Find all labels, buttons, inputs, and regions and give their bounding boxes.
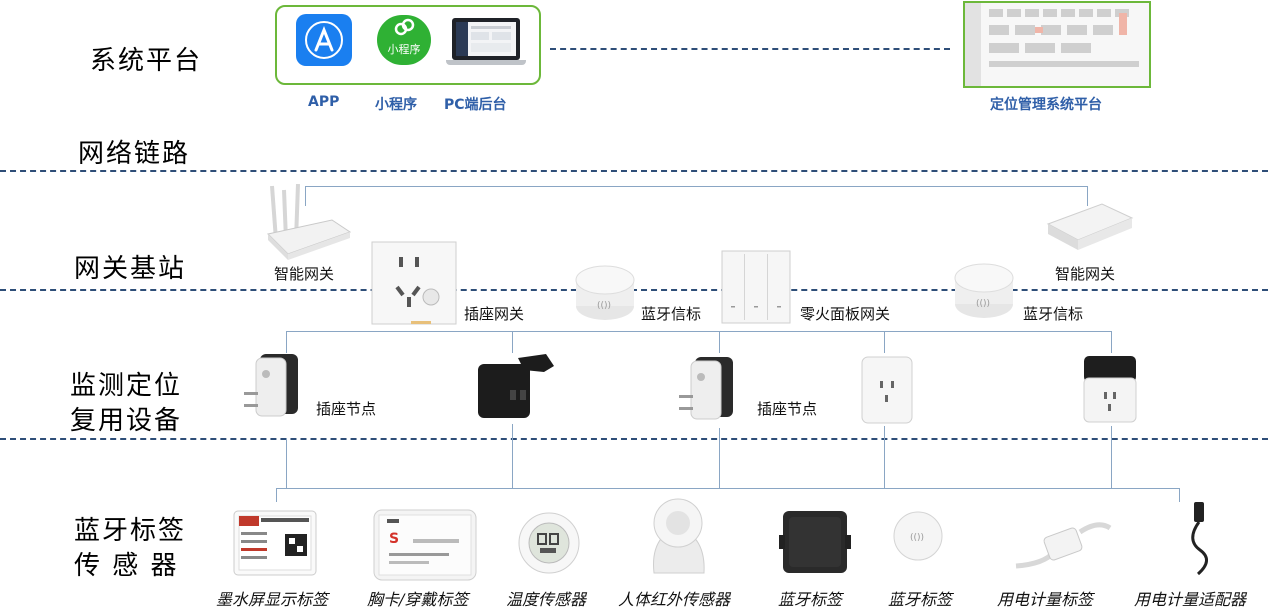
smart-plug-white bbox=[860, 355, 914, 425]
router-box bbox=[1044, 200, 1134, 260]
monitor-drop-4 bbox=[884, 331, 885, 353]
sensor-col-1 bbox=[276, 488, 277, 502]
pc-backend-label: PC端后台 bbox=[444, 97, 507, 113]
layer-title-sensor-2: 传 感 器 bbox=[74, 551, 179, 581]
svg-text:(()): (()) bbox=[910, 533, 924, 543]
gateway-left-drop bbox=[305, 186, 306, 206]
sensor-label-badge: 胸卡/穿戴标签 bbox=[367, 590, 469, 609]
app-store-icon bbox=[296, 14, 352, 66]
plug-node-2-label: 插座节点 bbox=[757, 400, 818, 418]
beacon-1-label: 蓝牙信标 bbox=[641, 305, 702, 323]
power-metering-tag bbox=[1014, 512, 1114, 572]
bluetooth-beacon-1: (()) bbox=[574, 262, 636, 324]
plug-node-2 bbox=[677, 355, 735, 427]
gateway-top-line bbox=[305, 186, 1087, 187]
gateway-right-drop bbox=[1087, 186, 1088, 206]
svg-text:(()): (()) bbox=[976, 299, 990, 309]
sensor-label-bt-tag-2: 蓝牙标签 bbox=[888, 590, 953, 609]
monitor-top-line bbox=[286, 331, 1112, 332]
socket-gateway-label: 插座网关 bbox=[464, 305, 525, 323]
layer-title-monitor-1: 监测定位 bbox=[70, 371, 183, 401]
separator-network bbox=[0, 170, 1268, 172]
sensor-drop-a bbox=[286, 438, 287, 488]
temperature-sensor bbox=[518, 510, 580, 576]
bluetooth-tag-round: (()) bbox=[892, 507, 944, 565]
sensor-label-temperature: 温度传感器 bbox=[506, 590, 587, 609]
pc-dashboard-icon bbox=[452, 18, 520, 60]
plug-node-1-label: 插座节点 bbox=[316, 400, 377, 418]
switch-panel-gateway bbox=[721, 250, 791, 324]
monitor-drop-2 bbox=[512, 331, 513, 353]
sensor-label-bt-tag-1: 蓝牙标签 bbox=[778, 590, 843, 609]
smart-plug-black-top bbox=[1080, 354, 1140, 426]
layer-title-gateway: 网关基站 bbox=[74, 254, 187, 284]
badge-wearable-tag: S bbox=[373, 509, 477, 581]
sensor-col-8 bbox=[1179, 488, 1180, 502]
sensor-drop-c bbox=[719, 428, 720, 488]
sensor-label-pir: 人体红外传感器 bbox=[618, 590, 731, 609]
power-metering-adapter bbox=[1180, 500, 1220, 578]
mini-program-icon: 小程序 bbox=[377, 15, 431, 65]
sensor-label-power-adapter: 用电计量适配器 bbox=[1134, 590, 1247, 609]
monitor-drop-5 bbox=[1111, 331, 1112, 353]
sensor-label-epaper: 墨水屏显示标签 bbox=[216, 590, 329, 609]
beacon-2-label: 蓝牙信标 bbox=[1023, 305, 1084, 323]
sensor-top-line bbox=[276, 488, 1179, 489]
management-platform-label: 定位管理系统平台 bbox=[990, 97, 1102, 113]
switch-gateway-label: 零火面板网关 bbox=[800, 305, 891, 323]
platform-box bbox=[275, 5, 541, 85]
bluetooth-tag-black bbox=[779, 507, 851, 577]
epaper-display-tag bbox=[233, 510, 317, 576]
smart-gateway-right-label: 智能网关 bbox=[1055, 265, 1116, 283]
monitor-drop-1 bbox=[286, 331, 287, 353]
plug-node-1 bbox=[242, 352, 300, 424]
mini-program-label: 小程序 bbox=[375, 97, 417, 113]
layer-title-system: 系统平台 bbox=[90, 46, 203, 76]
sensor-label-power-tag: 用电计量标签 bbox=[997, 590, 1094, 609]
svg-text:S: S bbox=[389, 531, 399, 547]
laptop-base bbox=[446, 60, 526, 65]
sensor-drop-b bbox=[512, 424, 513, 488]
monitor-drop-3 bbox=[719, 331, 720, 353]
layer-title-network: 网络链路 bbox=[78, 139, 191, 169]
mini-icon-text: 小程序 bbox=[387, 43, 421, 56]
sensor-drop-d bbox=[884, 426, 885, 488]
wall-socket-gateway bbox=[371, 241, 457, 325]
sensor-drop-e bbox=[1111, 426, 1112, 488]
separator-monitor bbox=[0, 438, 1268, 440]
layer-title-monitor-2: 复用设备 bbox=[70, 406, 183, 436]
router-with-antennas bbox=[262, 183, 352, 266]
management-platform-screenshot bbox=[963, 1, 1151, 88]
svg-text:(()): (()) bbox=[597, 301, 611, 311]
platform-link-line bbox=[550, 48, 950, 50]
smart-gateway-left-label: 智能网关 bbox=[274, 265, 335, 283]
layer-title-sensor-1: 蓝牙标签 bbox=[74, 516, 187, 546]
app-label: APP bbox=[308, 94, 340, 110]
pir-motion-sensor bbox=[646, 497, 710, 581]
outdoor-plug-node bbox=[474, 352, 556, 422]
bluetooth-beacon-2: (()) bbox=[953, 260, 1015, 322]
